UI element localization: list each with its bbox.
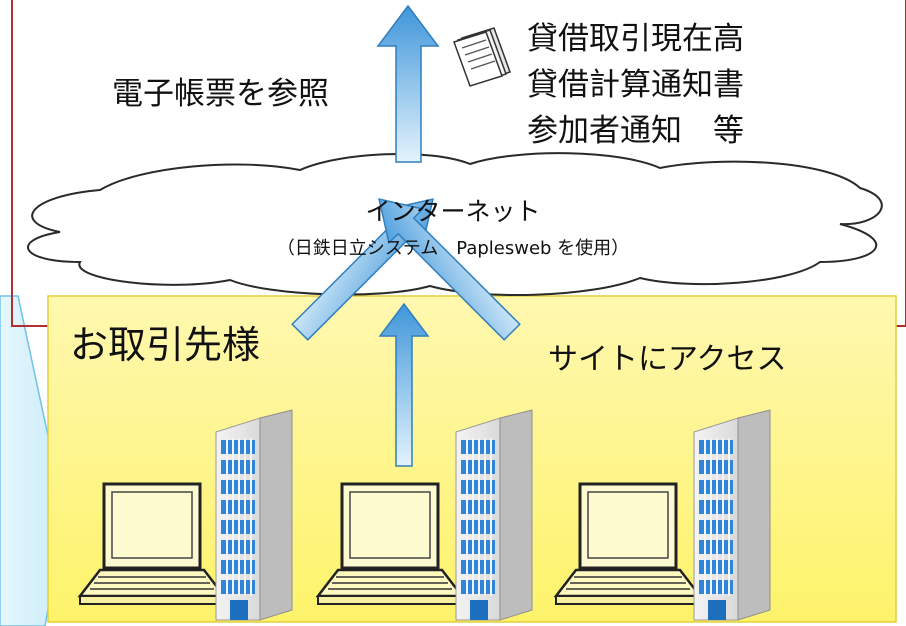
access-label: サイトにアクセス: [548, 342, 787, 377]
document-stack-icon: [453, 27, 511, 87]
internet-subtitle: （日鉄日立システム Paplesweb を使用）: [276, 238, 630, 259]
access-arrow-center: [378, 302, 430, 467]
office-building-icon: [693, 409, 771, 621]
reference-arrow: [376, 4, 440, 163]
access-arrow-right: [378, 198, 521, 341]
document-item: 参加者通知 等: [527, 113, 744, 149]
document-list: 貸借取引現在高 貸借計算通知書 参加者通知 等: [527, 16, 744, 154]
document-item: 貸借取引現在高: [527, 21, 744, 57]
internet-title: インターネット: [365, 197, 541, 226]
reference-label: 電子帳票を参照: [112, 76, 329, 112]
document-item: 貸借計算通知書: [527, 67, 744, 103]
office-building-icon: [215, 409, 293, 621]
client-area-title: お取引先様: [70, 323, 261, 367]
internet-cloud: [27, 152, 883, 296]
office-building-icon: [455, 409, 533, 621]
